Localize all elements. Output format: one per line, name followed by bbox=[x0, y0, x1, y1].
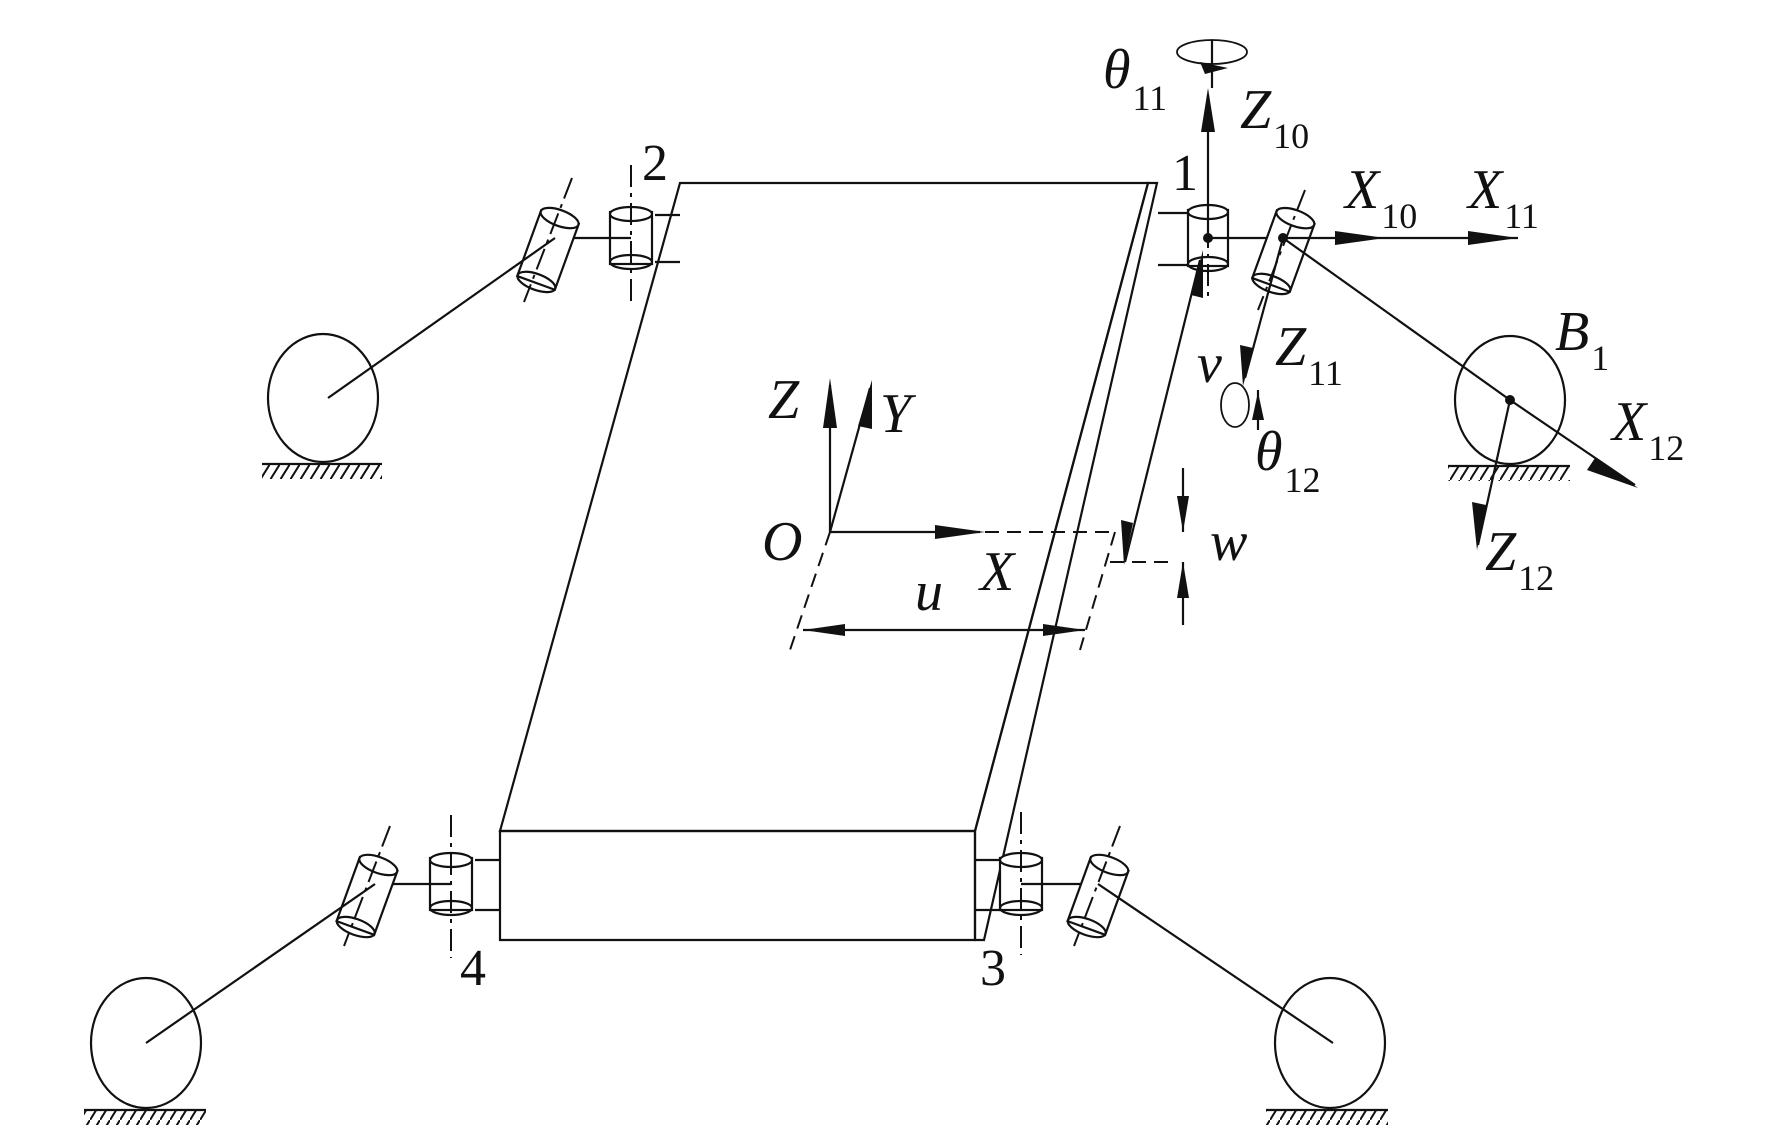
car-body bbox=[498, 181, 1159, 942]
corner-label-4: 4 bbox=[460, 940, 486, 997]
axis-x-label: X bbox=[978, 541, 1017, 603]
axis-y-label: Y bbox=[880, 383, 917, 445]
z11-label: Z11 bbox=[1275, 316, 1343, 393]
suspension-corner-1 bbox=[1158, 150, 1570, 481]
axis-z-label: Z bbox=[768, 369, 800, 431]
corner-label-1: 1 bbox=[1172, 145, 1198, 202]
u-label: u bbox=[915, 561, 943, 623]
body-side-face bbox=[973, 181, 1159, 942]
b1-label: B1 bbox=[1555, 301, 1609, 378]
body-front-face bbox=[498, 829, 977, 942]
z10-label: Z10 bbox=[1240, 79, 1309, 156]
wheel-1 bbox=[1453, 334, 1567, 466]
corner-label-3: 3 bbox=[980, 940, 1006, 997]
x11-label: X11 bbox=[1466, 159, 1539, 236]
x12-label: X12 bbox=[1610, 391, 1684, 468]
wheel-3 bbox=[1273, 976, 1387, 1110]
x10-label: X10 bbox=[1343, 159, 1417, 236]
theta12-label: θ12 bbox=[1255, 421, 1321, 500]
suspension-corner-2 bbox=[262, 165, 680, 479]
w-label: w bbox=[1210, 511, 1247, 573]
suspension-corner-4 bbox=[84, 815, 500, 1125]
corner-label-2: 2 bbox=[642, 135, 668, 192]
labels: 2 1 4 3 O X Y Z u v w θ11 Z10 X10 X11 Z1… bbox=[460, 39, 1684, 997]
wheel-2 bbox=[266, 332, 380, 464]
v-label: v bbox=[1197, 333, 1222, 395]
wheel-4 bbox=[89, 976, 203, 1110]
corner-1-frames bbox=[1176, 39, 1638, 550]
suspension-corner-3 bbox=[975, 812, 1388, 1125]
global-frame bbox=[789, 250, 1203, 651]
body-top-face bbox=[498, 181, 1150, 833]
origin-label: O bbox=[762, 511, 802, 573]
z12-label: Z12 bbox=[1485, 521, 1554, 598]
theta11-label: θ11 bbox=[1103, 39, 1167, 118]
